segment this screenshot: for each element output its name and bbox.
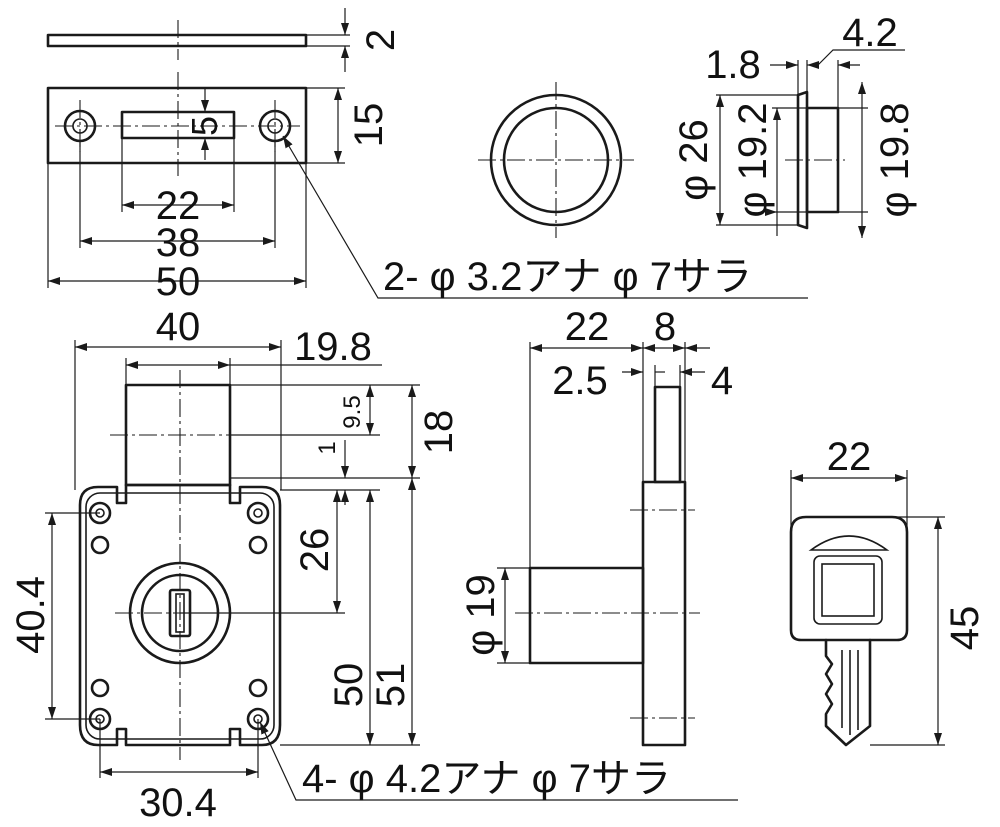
dim-side-offset: 2.5 [552, 359, 608, 403]
dim-hole-pitch-vertical: 40.4 [9, 576, 53, 654]
ring-side-view: 4.2 1.8 φ 26 φ 19.2 φ 19.8 [672, 11, 917, 238]
strike-plate-edge-view: 2 [46, 8, 403, 72]
ring-front-view [478, 82, 634, 238]
lock-body-side-view: 22 8 2.5 4 φ 19 [459, 305, 733, 747]
dim-boss-dia: φ 19.8 [873, 103, 917, 218]
dim-center-height: 26 [293, 528, 337, 573]
lock-body-front-view: 40 19.8 18 9.5 1 26 50 51 [9, 305, 738, 825]
dim-key-width: 22 [827, 435, 872, 479]
note-plate-holes: 2- φ 3.2アナ φ 7サラ [383, 255, 752, 299]
dim-bolt-offset: 9.5 [339, 395, 366, 428]
dim-flange-thickness: 4.2 [842, 11, 898, 55]
dim-side-depth: 22 [565, 305, 610, 349]
dim-key-length: 45 [943, 606, 987, 651]
dim-body-width: 40 [156, 305, 201, 349]
dim-side-bolt: 4 [711, 359, 733, 403]
dim-bolt-height: 18 [417, 410, 461, 455]
dim-bolt-width: 19.8 [294, 325, 372, 369]
strike-plate-front-view: 15 5 22 38 50 2- φ 3.2アナ φ 7サラ [46, 72, 808, 304]
dim-overall-height: 51 [369, 663, 413, 708]
note-body-holes: 4- φ 4.2アナ φ 7サラ [302, 757, 671, 801]
dim-slot-height: 5 [184, 116, 225, 136]
dim-plate-width: 50 [156, 260, 201, 304]
dim-ring-outer-dia: φ 26 [672, 119, 716, 201]
dim-cylinder-dia: φ 19 [459, 574, 503, 656]
dim-ring-inner-dia: φ 19.2 [731, 103, 775, 218]
dim-plate-thickness: 2 [359, 29, 403, 51]
dim-gap: 1 [314, 441, 341, 454]
dim-plate-height: 15 [347, 103, 391, 148]
dim-hole-pitch-horizontal: 30.4 [139, 781, 217, 825]
dim-body-height: 50 [327, 663, 371, 708]
dim-ring-thickness: 1.8 [705, 43, 761, 87]
dim-hole-pitch: 38 [156, 221, 201, 265]
dim-side-flange: 8 [654, 305, 676, 349]
dim-slot-width: 22 [156, 184, 201, 228]
key-view: 22 45 [789, 435, 987, 747]
